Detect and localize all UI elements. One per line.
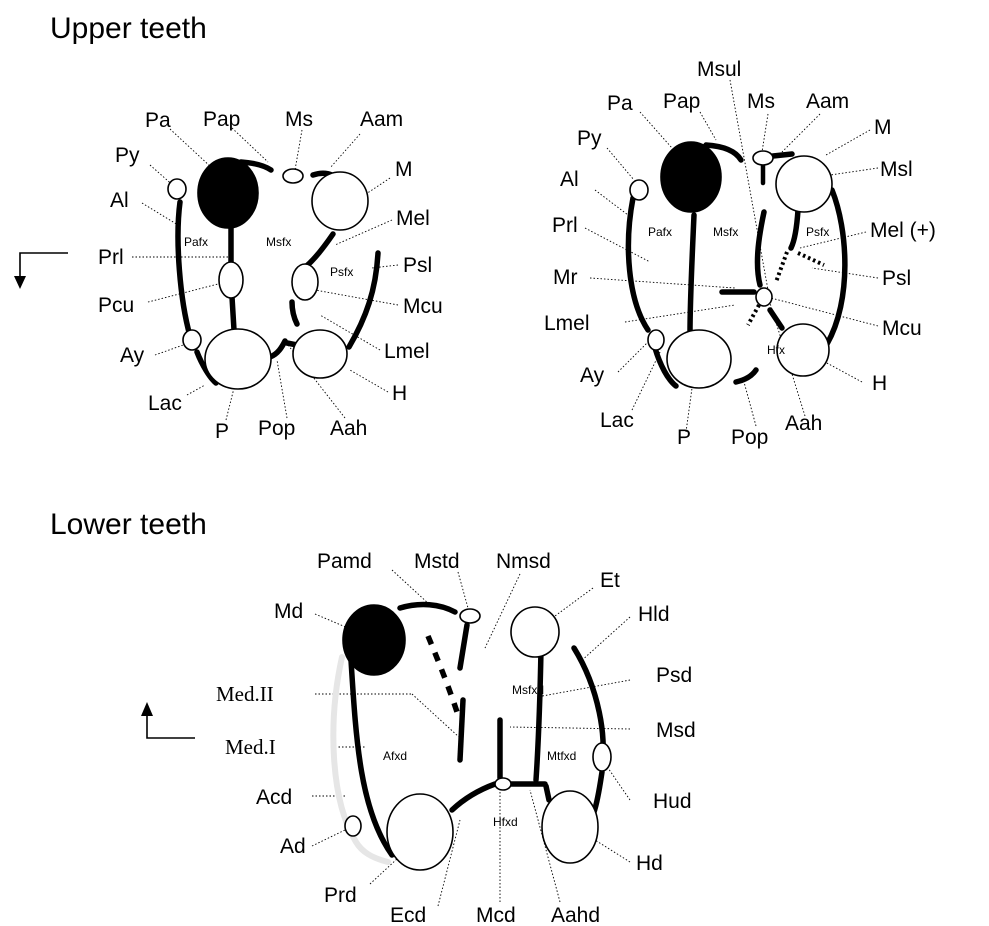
label-aam: Aam — [806, 90, 849, 113]
label-al: Al — [110, 189, 129, 212]
label-al: Al — [560, 168, 579, 191]
region-mtfxd: Mtfxd — [547, 749, 576, 763]
label-et: Et — [600, 569, 620, 592]
label-mel-plus: Mel (+) — [870, 219, 936, 242]
label-hd: Hd — [636, 852, 663, 875]
label-ay: Ay — [580, 364, 605, 387]
label-med2: Med.II — [216, 682, 274, 706]
label-pap: Pap — [203, 108, 240, 131]
label-pcu: Pcu — [98, 294, 134, 317]
region-msfx: Msfx — [713, 225, 738, 239]
label-psl: Psl — [403, 254, 432, 277]
label-ay: Ay — [120, 344, 145, 367]
upper-teeth-heading: Upper teeth — [50, 12, 207, 45]
label-mcu: Mcu — [882, 317, 922, 340]
label-msl: Msl — [880, 158, 913, 181]
upper-left-tooth: Pafx Msfx Psfx Pa Pap Ms Aam Py M Al Mel… — [98, 108, 443, 443]
label-pamd: Pamd — [317, 550, 372, 573]
region-psfx: Psfx — [806, 225, 829, 239]
label-pa: Pa — [145, 109, 171, 132]
region-pafx: Pafx — [648, 225, 672, 239]
label-lmel: Lmel — [384, 340, 430, 363]
label-acd: Acd — [256, 786, 292, 809]
label-pop: Pop — [731, 426, 768, 449]
label-py: Py — [577, 127, 602, 150]
label-ms: Ms — [285, 108, 313, 131]
region-hfxd: Hfxd — [493, 815, 518, 829]
upper-right-tooth: Pafx Msfx Psfx Hfx Msul Pa Pap Ms Aam Py… — [544, 58, 936, 449]
label-hld: Hld — [638, 603, 670, 626]
label-pop: Pop — [258, 417, 295, 440]
label-mstd: Mstd — [414, 550, 460, 573]
label-ms: Ms — [747, 90, 775, 113]
label-ecd: Ecd — [390, 904, 426, 926]
label-mr: Mr — [553, 266, 578, 289]
label-lac: Lac — [148, 392, 182, 415]
label-psl: Psl — [882, 267, 911, 290]
label-mcd: Mcd — [476, 904, 516, 926]
label-nmsd: Nmsd — [496, 550, 551, 573]
label-med1: Med.I — [225, 735, 276, 759]
lower-teeth-heading: Lower teeth — [50, 508, 207, 541]
label-prl: Prl — [98, 246, 124, 269]
label-py: Py — [115, 144, 140, 167]
label-aahd: Aahd — [551, 904, 600, 926]
label-msd: Msd — [656, 719, 696, 742]
label-prl: Prl — [552, 214, 578, 237]
label-mel: Mel — [396, 207, 430, 230]
label-p: P — [215, 420, 229, 443]
label-h: H — [392, 382, 407, 405]
label-p: P — [677, 426, 691, 449]
direction-arrow-up-icon — [141, 702, 195, 738]
label-ad: Ad — [280, 835, 306, 858]
region-msfx: Msfx — [266, 235, 291, 249]
region-msfxd: Msfxd — [512, 683, 544, 697]
region-afxd: Afxd — [383, 749, 407, 763]
label-mcu: Mcu — [403, 295, 443, 318]
label-prd: Prd — [324, 884, 357, 907]
direction-arrow-down-icon — [14, 253, 68, 289]
label-lmel: Lmel — [544, 312, 590, 335]
region-psfx: Psfx — [330, 265, 353, 279]
label-h: H — [872, 372, 887, 395]
label-lac: Lac — [600, 409, 634, 432]
label-aam: Aam — [360, 108, 403, 131]
label-m: M — [395, 158, 413, 181]
label-md: Md — [274, 600, 303, 623]
label-aah: Aah — [785, 412, 822, 435]
label-psd: Psd — [656, 664, 692, 687]
label-pap: Pap — [663, 90, 700, 113]
lower-tooth: Msfxd Afxd Mtfxd Hfxd Pamd Mstd Nmsd Et … — [216, 550, 696, 926]
label-msul: Msul — [697, 58, 741, 81]
region-pafx: Pafx — [184, 235, 208, 249]
label-aah: Aah — [330, 417, 367, 440]
label-m: M — [874, 116, 892, 139]
label-hud: Hud — [653, 790, 692, 813]
label-pa: Pa — [607, 92, 633, 115]
region-hfx: Hfx — [767, 343, 785, 357]
